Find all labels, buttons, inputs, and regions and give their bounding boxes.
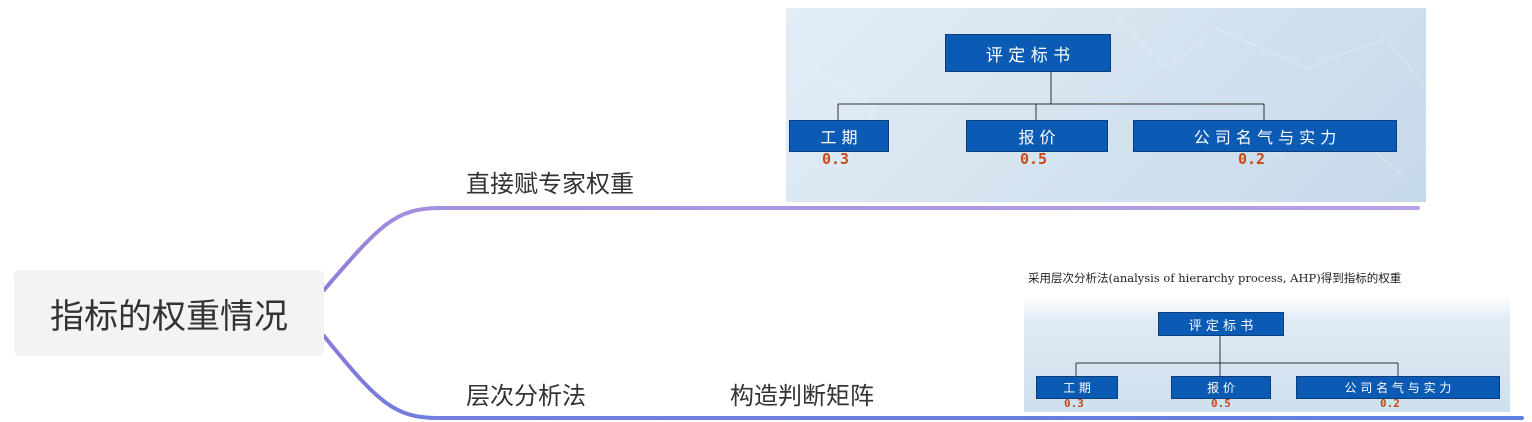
weight-label: 0.5 <box>1211 397 1231 410</box>
hierarchy-top-box: 评 定 标 书 <box>945 34 1111 72</box>
hierarchy-item-box: 工 期 <box>789 120 889 152</box>
branch-direct-weights[interactable]: 直接赋专家权重 <box>466 164 634 199</box>
branch-ahp-child[interactable]: 构造判断矩阵 <box>730 376 874 411</box>
hierarchy-item-box: 公 司 名 气 与 实 力 <box>1133 120 1397 152</box>
weight-label: 0.2 <box>1380 397 1400 410</box>
hierarchy-item-box: 工 期 <box>1036 376 1118 399</box>
hierarchy-item-box: 报 价 <box>966 120 1108 152</box>
weight-label: 0.3 <box>1064 397 1084 410</box>
weight-label: 0.2 <box>1238 150 1265 168</box>
root-topic-label: 指标的权重情况 <box>50 289 288 338</box>
hierarchy-image-2: 采用层次分析法(analysis of hierarchy process, A… <box>1024 262 1510 412</box>
weight-label: 0.5 <box>1020 150 1047 168</box>
hierarchy-item-box: 报 价 <box>1171 376 1271 399</box>
weight-label: 0.3 <box>822 150 849 168</box>
hierarchy-image-1: 评 定 标 书 工 期 报 价 公 司 名 气 与 实 力 0.3 0.5 0.… <box>786 8 1426 202</box>
root-topic[interactable]: 指标的权重情况 <box>14 270 324 356</box>
hierarchy-top-box: 评 定 标 书 <box>1158 312 1284 336</box>
branch-ahp[interactable]: 层次分析法 <box>466 376 586 411</box>
hierarchy-item-box: 公 司 名 气 与 实 力 <box>1296 376 1500 399</box>
